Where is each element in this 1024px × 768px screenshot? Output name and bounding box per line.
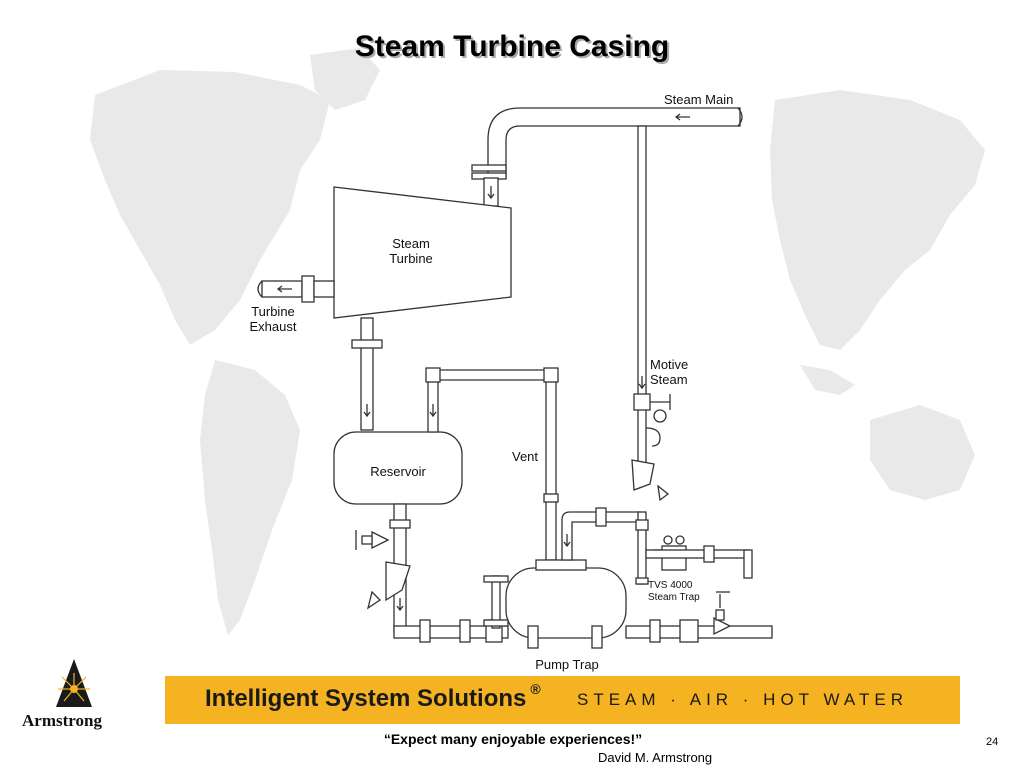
banner: Intelligent System Solutions® STEAM · AI… [165, 676, 960, 724]
reservoir-drain-fitting [389, 519, 411, 529]
exhaust-arrow [276, 285, 292, 293]
drain-arrow [363, 404, 371, 418]
pump-discharge-pipe [625, 625, 773, 639]
armstrong-logo-text: Armstrong [22, 711, 102, 730]
armstrong-starburst-logo [56, 659, 92, 707]
banner-tagline: STEAM · AIR · HOT WATER [577, 690, 908, 709]
pump-trap-cover [535, 559, 587, 571]
slide-title: Steam Turbine Casing [354, 30, 670, 63]
tvs-trap-label: TVS 4000 Steam Trap [648, 580, 700, 603]
motive-valve-handwheel [650, 394, 671, 410]
vent-label: Vent [512, 449, 539, 464]
inlet-union-2 [459, 619, 471, 643]
trap-drop-fitting [635, 519, 649, 531]
map-south-america [200, 360, 300, 635]
registered-mark: ® [530, 681, 541, 697]
steam-turbine-label: Steam Turbine [389, 236, 433, 266]
trap-outlet-drop [743, 549, 753, 579]
steam-main-arrow [674, 113, 690, 121]
trap-outlet-union [703, 545, 715, 563]
y-strainer-1 [366, 561, 411, 610]
vent-arrow [429, 404, 437, 418]
map-europe-asia [770, 90, 985, 350]
trap-outlet-pipe [645, 549, 749, 559]
turbine-drain-flange [351, 339, 383, 349]
motive-inlet-arrow [563, 534, 571, 548]
motive-inlet-union [595, 507, 607, 527]
reservoir-label: Reservoir [370, 464, 426, 479]
pump-trap-label: Pump Trap [535, 657, 599, 672]
banner-main-text: Intelligent System Solutions® [205, 681, 541, 713]
steam-main-pipe [487, 107, 743, 179]
vent-elbow-fitting-1 [425, 367, 441, 383]
vent-elbow-fitting-2 [543, 367, 559, 383]
motive-arrow [638, 376, 646, 390]
steam-turbine [333, 186, 512, 319]
discharge-check-valve [679, 619, 699, 643]
map-north-america [90, 70, 330, 345]
pump-trap-leg-1 [527, 625, 539, 649]
turbine-exhaust-pipe [257, 275, 335, 303]
banner-main-label: Intelligent System Solutions [205, 685, 527, 712]
turbine-inlet-arrow [487, 186, 495, 200]
map-islands [800, 365, 855, 395]
gauge-glass [483, 575, 509, 629]
motive-valve-body [633, 393, 651, 411]
trap-inlet-end [635, 577, 649, 585]
map-greenland [310, 48, 380, 110]
map-australia [870, 405, 975, 500]
pump-trap-leg-2 [591, 625, 603, 649]
steam-main-label: Steam Main [664, 92, 734, 107]
motive-steam-pipe [637, 125, 647, 467]
gauge-siphon [645, 427, 661, 447]
reservoir-drain-arrow [396, 598, 404, 612]
pressure-gauge [653, 409, 667, 423]
footer-quote: “Expect many enjoyable experiences!” [383, 731, 643, 747]
y-strainer-2 [631, 459, 670, 502]
pump-trap [505, 567, 627, 639]
page-number: 24 [986, 736, 999, 748]
motive-steam-label: Motive Steam [650, 357, 689, 387]
turbine-exhaust-label: Turbine Exhaust [249, 304, 297, 334]
isolation-valve-1 [355, 530, 390, 550]
steam-main-flange [471, 164, 507, 172]
inlet-union-1 [419, 619, 431, 643]
discharge-isolation-valve [713, 591, 732, 636]
vent-union [543, 493, 559, 503]
footer-author: David M. Armstrong [598, 750, 713, 765]
discharge-union-1 [649, 619, 661, 643]
